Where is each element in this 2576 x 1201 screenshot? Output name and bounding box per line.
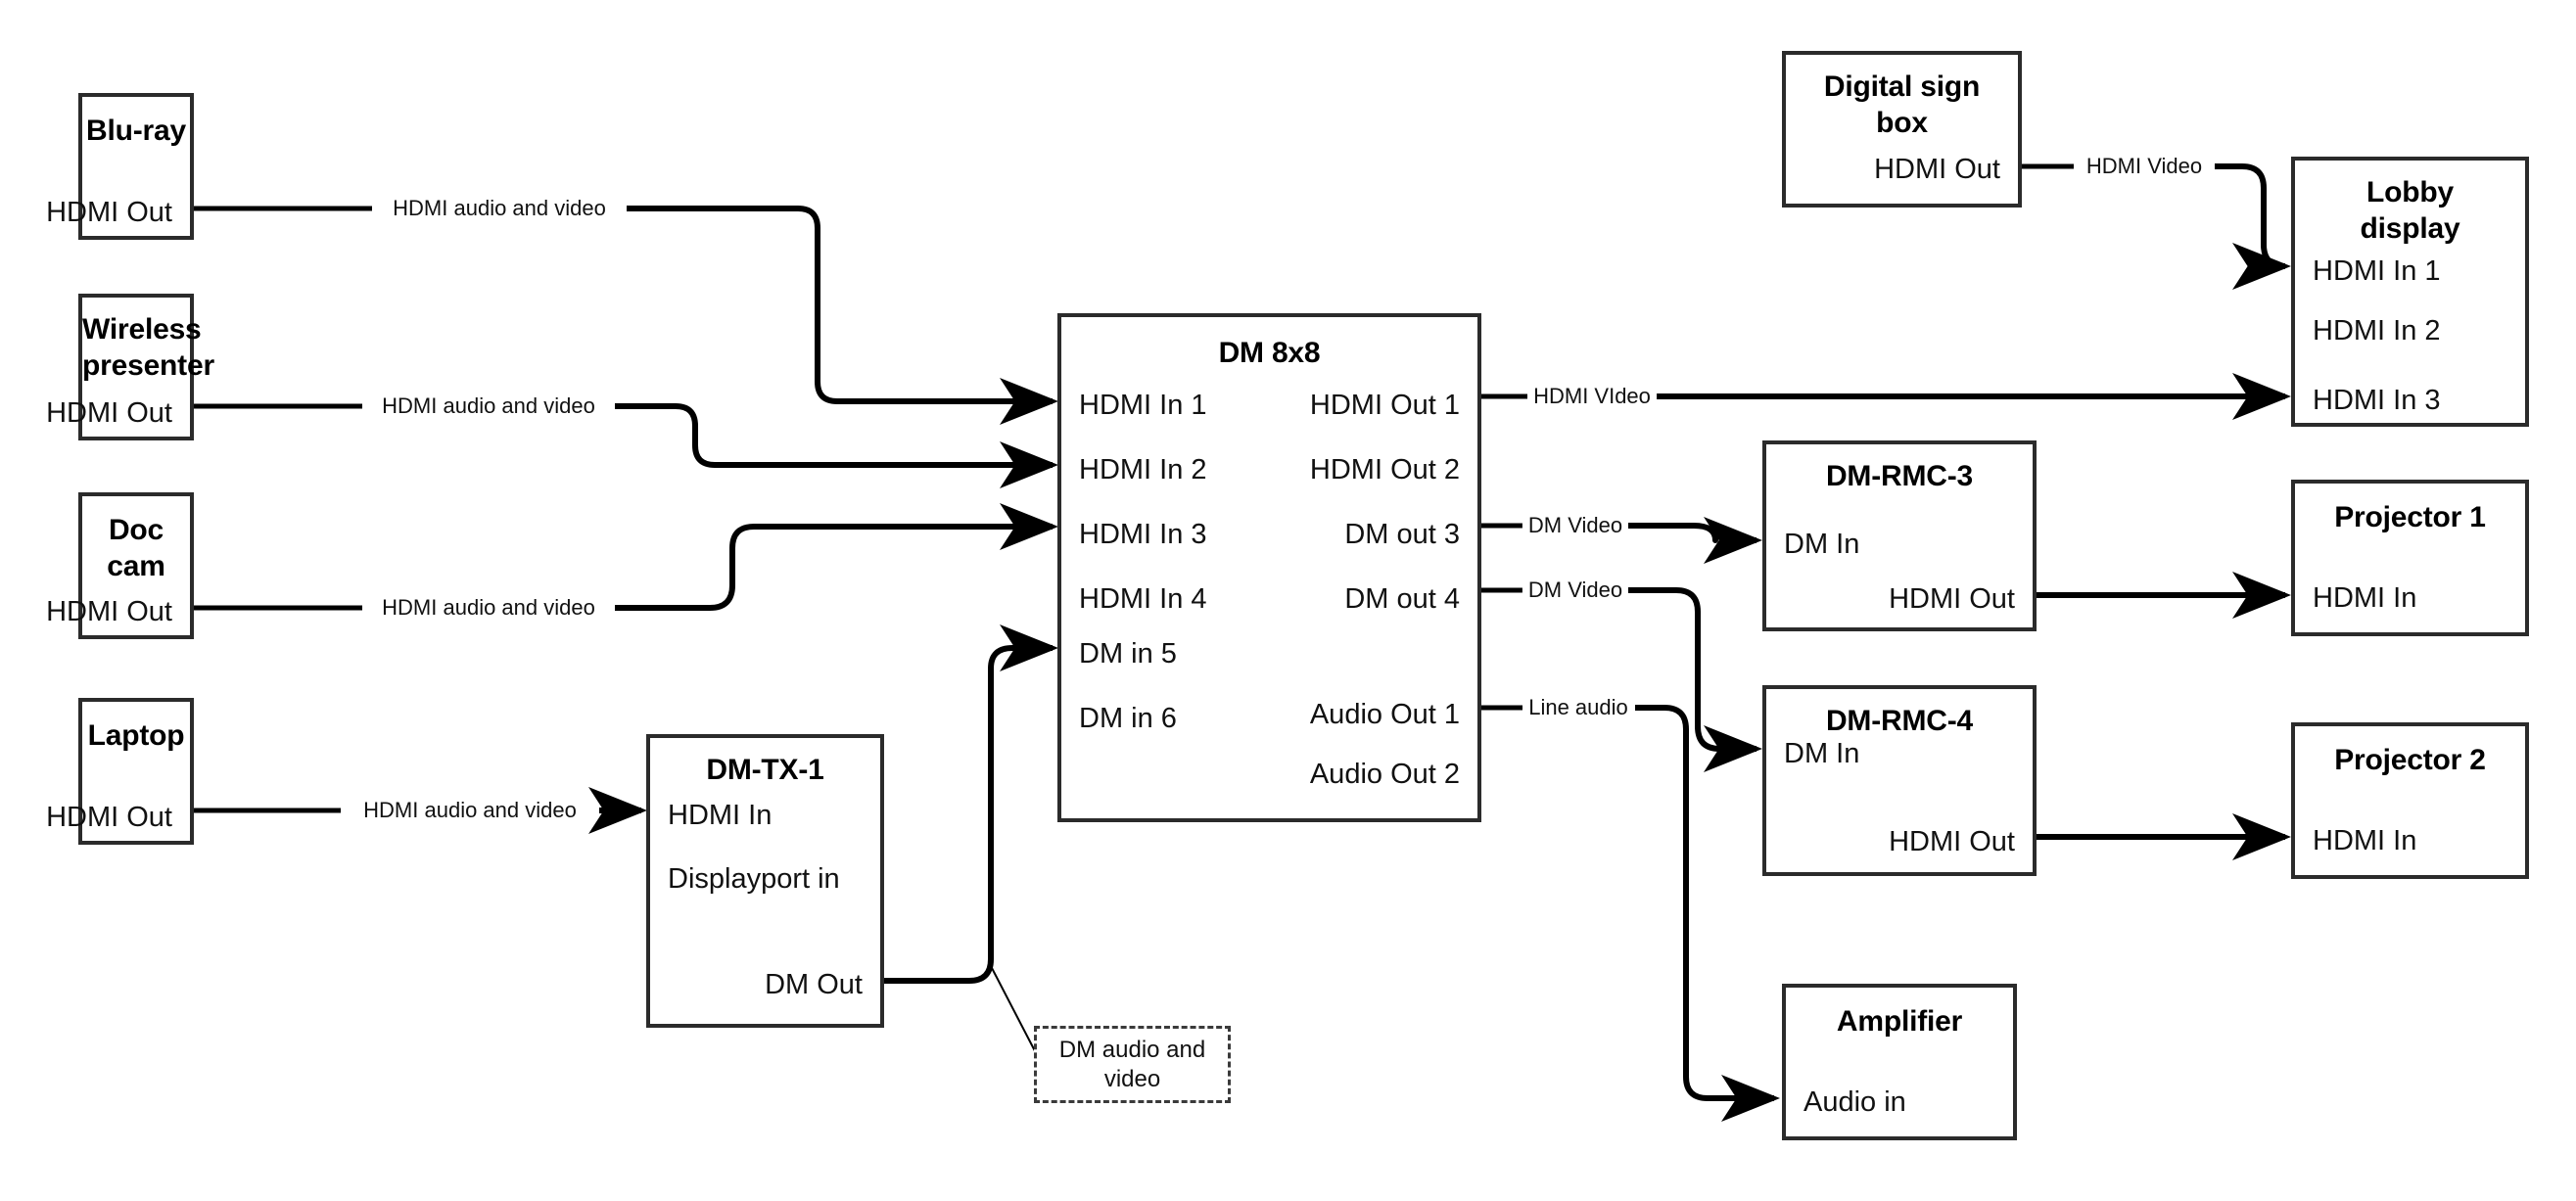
node-lobby-display-input-hdmi-in-2: HDMI In 2 — [2313, 315, 2441, 346]
node-dm-8x8-input-hdmi-in-2: HDMI In 2 — [1079, 454, 1207, 485]
node-dm-8x8-input-dm-in-6: DM in 6 — [1079, 703, 1177, 734]
node-wireless-presenter-port-hdmi-out: HDMI Out — [46, 397, 172, 429]
node-digital-sign-box[interactable]: Digital sign box HDMI Out — [1782, 51, 2022, 208]
wire-dm-out3-to-rmc3-b — [1628, 517, 1762, 564]
node-projector-1-port-hdmi-in: HDMI In — [2313, 582, 2417, 614]
edge-label-doccam-to-dm-in3: HDMI audio and video — [376, 595, 601, 621]
node-laptop[interactable]: Laptop HDMI Out — [46, 698, 194, 845]
edge-label-bluray-to-dm-in1: HDMI audio and video — [387, 196, 612, 221]
node-digital-sign-box-port-hdmi-out: HDMI Out — [1874, 154, 2000, 185]
node-projector-1[interactable]: Projector 1 HDMI In — [2291, 480, 2529, 636]
node-laptop-port-hdmi-out: HDMI Out — [46, 802, 172, 833]
node-dm-8x8-output-dm-out-3: DM out 3 — [1344, 519, 1460, 550]
node-dm-rmc-3-port-dm-in: DM In — [1784, 529, 1860, 560]
node-doc-cam-title: Doc cam — [107, 514, 165, 582]
node-amplifier-port-audio-in: Audio in — [1803, 1086, 1906, 1118]
node-bluray-title: Blu-ray — [86, 115, 186, 147]
node-projector-2-port-hdmi-in: HDMI In — [2313, 825, 2417, 856]
node-laptop-title: Laptop — [87, 719, 185, 752]
note-dm-audio-and-video: DM audio and video — [1034, 1026, 1231, 1103]
node-dm-rmc-4-port-hdmi-out: HDMI Out — [1889, 826, 2015, 857]
node-dm-8x8-output-hdmi-out-2: HDMI Out 2 — [1309, 454, 1460, 485]
node-projector-2-title: Projector 2 — [2334, 744, 2486, 776]
wire-bluray-to-dm-in1-b — [627, 206, 1058, 425]
node-dm-8x8-output-dm-out-4: DM out 4 — [1344, 583, 1460, 615]
node-dm-rmc-4-title: DM-RMC-4 — [1825, 705, 1974, 737]
edge-label-laptop-to-dmtx: HDMI audio and video — [357, 798, 583, 823]
node-amplifier-title: Amplifier — [1836, 1005, 1963, 1038]
node-projector-1-title: Projector 1 — [2334, 501, 2486, 533]
edge-label-hdmiout1-to-lobby: HDMI VIdeo — [1527, 384, 1657, 409]
node-dm-8x8-input-hdmi-in-4: HDMI In 4 — [1079, 583, 1207, 615]
wire-wireless-to-dm-in2-b — [615, 403, 1058, 488]
node-wireless-presenter[interactable]: Wireless presenter HDMI Out — [46, 294, 214, 440]
wire-dmtx-to-dm-in5 — [884, 624, 1058, 984]
node-bluray-port-hdmi-out: HDMI Out — [46, 197, 172, 228]
wire-signbox-to-lobby-in1-b — [2215, 163, 2291, 290]
node-dm-8x8[interactable]: DM 8x8 HDMI In 1 HDMI In 2 HDMI In 3 HDM… — [1057, 313, 1481, 822]
node-dm-rmc-3-port-hdmi-out: HDMI Out — [1889, 583, 2015, 615]
node-dm-8x8-input-hdmi-in-3: HDMI In 3 — [1079, 519, 1207, 550]
node-dm-8x8-input-dm-in-5: DM in 5 — [1079, 638, 1177, 670]
wire-dm-out4-to-rmc4-b — [1628, 587, 1762, 772]
edge-label-audioout1-to-amp: Line audio — [1522, 695, 1634, 720]
node-lobby-display-input-hdmi-in-3: HDMI In 3 — [2313, 385, 2441, 416]
node-bluray[interactable]: Blu-ray HDMI Out — [46, 93, 194, 240]
node-dm-tx-1-port-displayport-in: Displayport in — [668, 863, 840, 895]
node-amplifier[interactable]: Amplifier Audio in — [1782, 984, 2017, 1140]
edge-label-dmout3-to-rmc3: DM Video — [1522, 513, 1629, 538]
node-dm-8x8-input-hdmi-in-1: HDMI In 1 — [1079, 390, 1207, 421]
node-dm-rmc-3-title: DM-RMC-3 — [1825, 460, 1974, 492]
node-dm-8x8-title: DM 8x8 — [1218, 337, 1321, 369]
node-dm-8x8-output-hdmi-out-1: HDMI Out 1 — [1309, 390, 1460, 421]
node-dm-tx-1[interactable]: DM-TX-1 HDMI In Displayport in DM Out — [646, 734, 884, 1028]
node-lobby-display-title: Lobby display — [2360, 176, 2460, 245]
node-dm-tx-1-port-dm-out: DM Out — [765, 969, 863, 1000]
node-dm-rmc-3[interactable]: DM-RMC-3 DM In HDMI Out — [1762, 440, 2037, 631]
node-projector-2[interactable]: Projector 2 HDMI In — [2291, 722, 2529, 879]
wire-doccam-to-dm-in3-b — [615, 503, 1058, 611]
node-dm-8x8-output-audio-out-2: Audio Out 2 — [1309, 759, 1460, 790]
edge-label-wireless-to-dm-in2: HDMI audio and video — [376, 393, 601, 419]
node-dm-rmc-4-port-dm-in: DM In — [1784, 738, 1860, 769]
node-dm-tx-1-title: DM-TX-1 — [706, 754, 824, 786]
edge-label-dmout4-to-rmc4: DM Video — [1522, 577, 1629, 603]
edge-label-signbox-to-lobby: HDMI Video — [2080, 154, 2209, 179]
node-dm-rmc-4[interactable]: DM-RMC-4 DM In HDMI Out — [1762, 685, 2037, 876]
node-doc-cam[interactable]: Doc cam HDMI Out — [46, 492, 194, 639]
node-digital-sign-box-title: Digital sign box — [1823, 70, 1981, 139]
node-wireless-presenter-title: Wireless presenter — [82, 313, 214, 382]
node-lobby-display-input-hdmi-in-1: HDMI In 1 — [2313, 255, 2441, 287]
node-dm-8x8-output-audio-out-1: Audio Out 1 — [1309, 699, 1460, 730]
node-dm-tx-1-port-hdmi-in: HDMI In — [668, 800, 773, 831]
node-doc-cam-port-hdmi-out: HDMI Out — [46, 596, 172, 627]
node-lobby-display[interactable]: Lobby display HDMI In 1 HDMI In 2 HDMI I… — [2291, 157, 2529, 427]
wire-dm-audioout1-to-amp-b — [1635, 705, 1780, 1122]
